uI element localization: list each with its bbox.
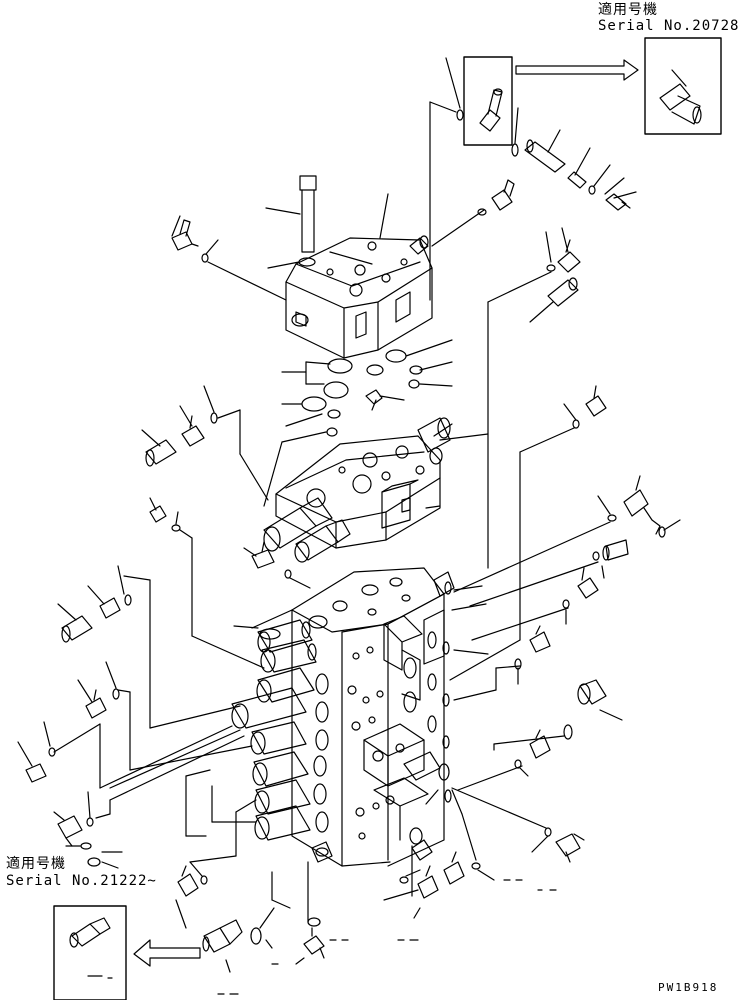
solenoid-valve bbox=[294, 519, 351, 563]
o-ring bbox=[307, 917, 321, 927]
plug-fitting bbox=[605, 193, 631, 211]
bottom-left-serial-label: Serial No.21222~ bbox=[6, 873, 157, 889]
o-ring bbox=[366, 364, 384, 376]
nipple-fitting bbox=[567, 171, 587, 189]
bottom-fitting-part bbox=[69, 917, 111, 948]
callout-bottom-left bbox=[53, 871, 291, 1000]
top-right-fittings bbox=[429, 57, 637, 301]
o-ring bbox=[471, 862, 481, 870]
o-ring bbox=[399, 876, 409, 884]
callout-top-right bbox=[463, 37, 722, 146]
spool-cover bbox=[231, 687, 329, 729]
o-ring bbox=[477, 208, 487, 216]
o-ring bbox=[562, 599, 570, 609]
bottom-left-applicable-label: 適用号機 bbox=[6, 856, 66, 872]
figure-code: PW1B918 bbox=[658, 981, 719, 994]
long-bolt bbox=[265, 175, 317, 253]
spool-cover bbox=[260, 639, 317, 673]
top-right-applicable-label: 適用号機 bbox=[598, 2, 658, 18]
o-ring bbox=[327, 409, 341, 419]
replacement-arrow bbox=[515, 59, 639, 81]
spool-cover bbox=[254, 805, 329, 841]
new-elbow-fitting-part bbox=[659, 69, 702, 125]
o-ring bbox=[200, 875, 208, 885]
o-ring bbox=[546, 264, 556, 272]
o-ring bbox=[588, 185, 596, 195]
replacement-arrow-left bbox=[133, 939, 201, 967]
main-control-valve-body bbox=[231, 567, 455, 923]
top-right-serial-label: Serial No.20728~ bbox=[598, 18, 740, 34]
o-ring bbox=[301, 396, 327, 412]
upper-sensor-fittings bbox=[431, 179, 581, 569]
o-ring bbox=[511, 143, 519, 157]
pressure-sensor bbox=[145, 439, 177, 465]
body-side-holes bbox=[347, 646, 384, 840]
o-ring bbox=[80, 842, 92, 850]
extension-fitting bbox=[524, 139, 566, 173]
o-ring bbox=[112, 688, 120, 700]
old-fitting-part bbox=[479, 88, 503, 132]
o-ring bbox=[323, 381, 349, 399]
o-ring bbox=[48, 747, 56, 757]
solenoid-valve bbox=[263, 497, 333, 552]
right-middle-fittings bbox=[449, 385, 681, 791]
o-ring bbox=[563, 724, 573, 740]
gaskets-between-blocks bbox=[281, 339, 453, 443]
pressure-sensor bbox=[547, 279, 579, 307]
o-ring bbox=[326, 427, 338, 437]
o-ring bbox=[87, 857, 101, 867]
middle-valve-block bbox=[239, 417, 489, 563]
spool-cover-stack bbox=[231, 609, 329, 841]
o-ring bbox=[572, 419, 580, 429]
o-ring bbox=[592, 551, 600, 561]
leader-lines-left bbox=[53, 575, 257, 863]
body-leader-lines bbox=[233, 585, 489, 805]
o-ring bbox=[284, 569, 292, 579]
spool-cover bbox=[257, 619, 313, 653]
spool-cover bbox=[252, 751, 327, 787]
spool-cover bbox=[254, 779, 327, 815]
callout-box-replacement bbox=[53, 905, 127, 1000]
o-ring bbox=[201, 253, 209, 263]
o-ring bbox=[250, 927, 262, 945]
o-ring bbox=[456, 109, 464, 121]
bottom-plug bbox=[311, 841, 333, 863]
left-lower-fittings bbox=[17, 565, 132, 869]
right-side-valve-stack bbox=[363, 571, 455, 861]
callout-box-original bbox=[463, 56, 513, 146]
o-ring bbox=[408, 379, 420, 389]
left-middle-fittings bbox=[141, 385, 311, 669]
o-ring bbox=[658, 526, 666, 538]
callout-box-replacement bbox=[644, 37, 722, 135]
bottom-fittings bbox=[175, 787, 585, 965]
o-ring bbox=[171, 524, 181, 532]
o-ring bbox=[544, 827, 552, 837]
o-ring bbox=[327, 358, 353, 374]
o-ring bbox=[86, 817, 94, 827]
top-valve-block bbox=[265, 175, 433, 359]
pressure-sensor bbox=[61, 615, 93, 641]
o-ring bbox=[210, 412, 218, 424]
left-upper-fittings bbox=[171, 215, 287, 301]
o-ring bbox=[385, 349, 407, 363]
o-ring bbox=[607, 514, 617, 522]
o-ring bbox=[124, 594, 132, 606]
spool-cover bbox=[250, 721, 329, 755]
